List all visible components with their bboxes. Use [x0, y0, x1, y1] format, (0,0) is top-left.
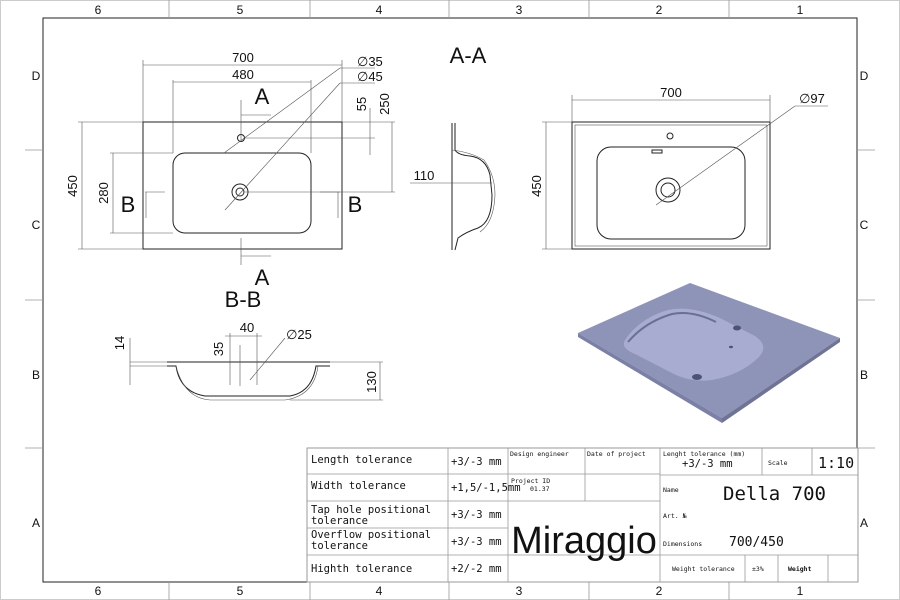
row-label: A [860, 516, 868, 530]
row-label: D [860, 69, 869, 83]
weight-tol-label: Weight tolerance [672, 565, 735, 573]
row-label: D [32, 69, 41, 83]
dim-basin-depth: 280 [96, 182, 111, 204]
column-label: 2 [656, 584, 663, 598]
tolerance-label: Overflow positional [311, 529, 431, 541]
row-label: B [32, 368, 40, 382]
tolerance-value: +3/-3 mm [451, 536, 502, 548]
tolerance-label: Width tolerance [311, 480, 406, 492]
section-aa: A-A 110 [410, 43, 496, 251]
dimensions-value: 700/450 [729, 535, 784, 550]
column-label: 3 [516, 3, 523, 17]
dim-offset-y: 35 [211, 342, 226, 356]
dim-right-depth: 450 [529, 175, 544, 197]
column-label: 2 [656, 3, 663, 17]
dim-offset-x: 40 [240, 320, 254, 335]
right-view: 700 450 ∅97 [529, 85, 828, 250]
weight-tol-value: ±3% [752, 565, 764, 573]
brand-logo: Miraggio [511, 520, 657, 562]
dim-depth: 450 [65, 175, 80, 197]
length-tol-value: +3/-3 mm [682, 458, 733, 470]
dim-overflow: ∅25 [286, 327, 312, 342]
dim-tap-hole: ∅35 [357, 54, 383, 69]
column-label: 3 [516, 584, 523, 598]
length-tol-label: Lenght tolerance (mm) [663, 450, 745, 458]
tolerance-label: Length tolerance [311, 454, 412, 466]
section-marker-a: A [255, 265, 270, 290]
dim-rim: 14 [112, 336, 127, 350]
tolerance-value: +1,5/-1,5mm [451, 482, 521, 494]
name-label: Name [663, 486, 679, 494]
column-label: 6 [95, 3, 102, 17]
section-bb: B-B 14 40 35 ∅25 130 [112, 287, 383, 401]
date-label: Date of project [587, 450, 646, 458]
dimensions-label: Dimensions [663, 540, 702, 548]
column-label: 4 [376, 3, 383, 17]
project-id: 01.37 [530, 485, 550, 493]
row-label: B [860, 368, 868, 382]
column-label: 1 [797, 3, 804, 17]
dim-basin-width: 480 [232, 67, 254, 82]
scale-value: 1:10 [818, 454, 854, 472]
tolerance-value: +3/-3 mm [451, 456, 502, 468]
dim-height: 130 [364, 371, 379, 393]
basin-3d-render [578, 283, 840, 423]
column-label: 5 [237, 584, 244, 598]
design-engineer-label: Design engineer [510, 450, 569, 458]
column-label: 4 [376, 584, 383, 598]
section-marker-b: B [348, 192, 363, 217]
project-id-label: Project ID [511, 477, 550, 485]
tolerance-value: +3/-3 mm [451, 509, 502, 521]
scale-label: Scale [768, 459, 788, 467]
section-marker-b: B [121, 192, 136, 217]
title-block: Length tolerance Width tolerance Tap hol… [306, 447, 859, 583]
section-aa-title: A-A [450, 43, 487, 68]
column-label: 6 [95, 584, 102, 598]
dim-right-drain: ∅97 [799, 91, 825, 106]
dim-drain-offset: 250 [377, 93, 392, 115]
tolerance-label: Tap hole positional [311, 504, 431, 516]
dim-drain: ∅45 [357, 69, 383, 84]
dim-tap-offset: 55 [354, 97, 369, 111]
dim-aa-depth: 110 [414, 168, 435, 183]
product-name: Della 700 [723, 483, 826, 505]
weight-label: Weight [788, 565, 812, 573]
tolerance-value: +2/-2 mm [451, 563, 502, 575]
tolerance-label-cont: tolerance [311, 540, 368, 552]
tolerance-label-cont: tolerance [311, 515, 368, 527]
column-label: 1 [797, 584, 804, 598]
dim-right-width: 700 [660, 85, 682, 100]
section-marker-a: A [255, 84, 270, 109]
row-label: C [860, 218, 869, 232]
dim-width: 700 [232, 50, 254, 65]
art-label: Art. № [663, 512, 687, 520]
row-label: C [32, 218, 41, 232]
column-label: 5 [237, 3, 244, 17]
row-label: A [32, 516, 40, 530]
tolerance-label: Highth tolerance [311, 563, 412, 575]
top-view: 700 480 ∅35 ∅45 55 250 450 280 A A B B [65, 50, 395, 290]
section-bb-title: B-B [225, 287, 262, 312]
